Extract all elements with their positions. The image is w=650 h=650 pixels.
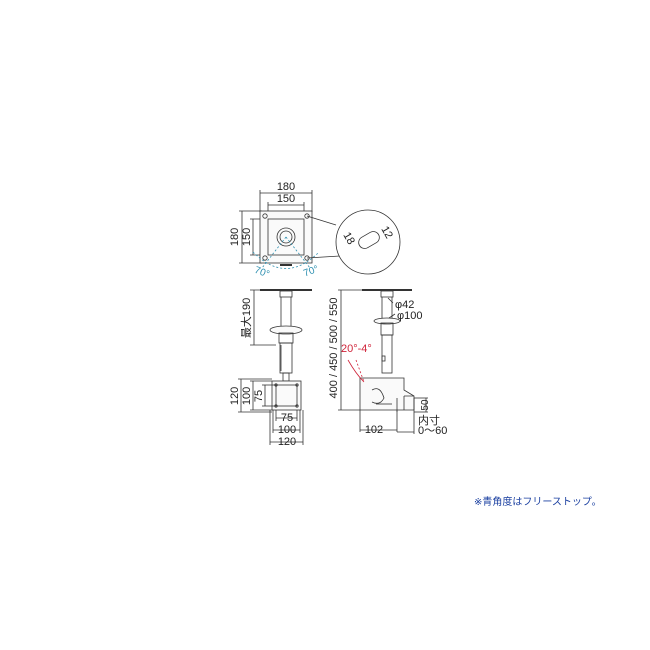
detail-slot-length: 12 xyxy=(378,224,395,241)
side-view xyxy=(338,289,428,434)
top-view xyxy=(239,190,401,275)
side-inner-label: 内寸 xyxy=(418,413,440,427)
top-angle-right: 70° xyxy=(302,264,320,280)
front-plate-width-outer: 120 xyxy=(278,436,296,448)
top-height-inner: 150 xyxy=(241,228,253,246)
detail-slot-width: 18 xyxy=(340,230,357,247)
front-max-label: 最大190 xyxy=(239,298,253,338)
front-view xyxy=(238,289,312,445)
top-height-outer: 180 xyxy=(229,228,241,246)
side-pole-diameter: φ42 xyxy=(395,299,414,311)
top-width-inner: 150 xyxy=(277,193,295,205)
side-height-options: 400 / 450 / 500 / 550 xyxy=(328,298,340,399)
side-inner-range: 0～60 xyxy=(418,425,447,437)
front-plate-width-mid: 100 xyxy=(278,424,296,436)
top-width-outer: 180 xyxy=(277,181,295,193)
side-clamp-height: 50 xyxy=(420,399,431,411)
note-text: ※青角度はフリーストップ。 xyxy=(474,495,602,508)
front-plate-width-inner: 75 xyxy=(281,412,293,424)
side-flange-diameter: φ100 xyxy=(397,310,423,322)
front-plate-height-outer: 120 xyxy=(229,387,241,405)
top-angle-left: 70° xyxy=(253,265,271,281)
front-plate-height-mid: 100 xyxy=(241,387,253,405)
side-tilt-range: 20°-4° xyxy=(341,343,372,355)
side-depth: 102 xyxy=(365,424,383,436)
front-plate-height-inner: 75 xyxy=(253,390,265,402)
